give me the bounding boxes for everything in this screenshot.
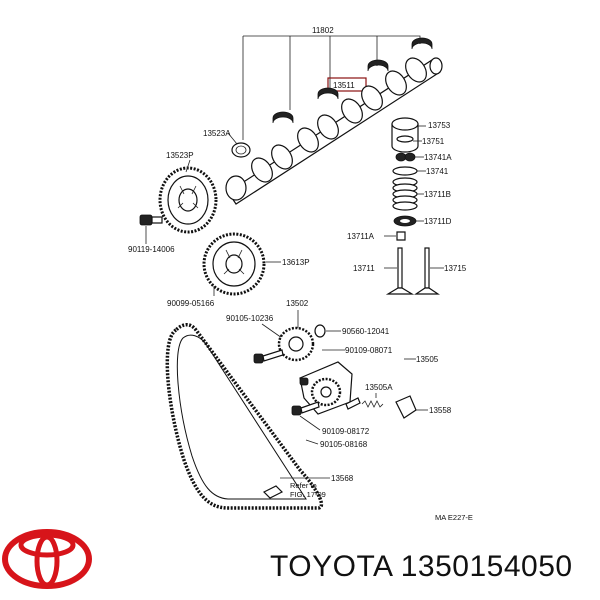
label-13505A: 13505A [365,383,393,392]
label-13715: 13715 [444,264,467,273]
refer-to-marker [262,485,284,499]
label-90560-12041: 90560-12041 [342,327,390,336]
label-13613P: 13613P [282,258,310,267]
crankshaft-timing-pulley [202,232,266,296]
camshaft [225,57,443,205]
emblem-horizontal-ring [18,532,76,558]
label-13711A: 13711A [347,232,375,241]
tensioner-group: 13502 90105-10236 90560-12041 90109-0807… [226,299,452,449]
label-90119-14006: 90119-14006 [128,245,175,254]
label-13558: 13558 [429,406,452,415]
label-13523A: 13523A [203,129,231,138]
label-90109-08071: 90109-08071 [345,346,393,355]
tensioner-assembly [299,361,361,415]
label-13511: 13511 [333,81,355,90]
emblem-outer-ring [2,529,92,589]
label-13502: 13502 [286,299,309,308]
label-13568: 13568 [331,474,354,483]
emblem-vertical-ring [34,534,60,588]
label-90105-10236: 90105-10236 [226,314,274,323]
diagram-code: MA E227-E [435,513,473,522]
pulley-bolt [139,214,163,226]
label-90099-05166: 90099-05166 [167,299,215,308]
label-13741A: 13741A [424,153,452,162]
intake-valve [385,247,415,295]
label-13523P: 13523P [166,151,194,160]
brand-part-number: TOYOTA 1350154050 [270,550,573,583]
bracket-bolt [291,401,320,416]
valve-lifter [391,117,419,153]
valve-keeper [395,152,416,162]
tensioner-spring [361,400,384,408]
exhaust-valve [414,247,440,295]
label-13751: 13751 [422,137,445,146]
label-90105-08168: 90105-08168 [320,440,368,449]
label-13505: 13505 [416,355,439,364]
label-13711D: 13711D [424,217,452,226]
label-11802: 11802 [312,26,334,35]
refer-to-text-line2: FIG. 17-09 [290,490,326,499]
tensioner-bolt [253,349,284,364]
valve-spring [392,177,418,211]
refer-to-text-line1: Refer to [290,481,317,490]
camshaft-group: 11802 13511 [128,26,443,308]
camshaft-bearings [272,37,433,124]
toyota-logo [2,529,92,589]
idler-washer [314,324,326,338]
idler-pulley [277,326,315,362]
timing-belt [165,323,324,510]
camshaft-oil-seal [231,142,251,158]
label-13753: 13753 [428,121,451,130]
valve-retainer [392,166,418,176]
camshaft-timing-pulley [158,166,218,234]
label-13711: 13711 [353,264,375,273]
toyota-emblem-rings [2,529,92,589]
camshaft-label-box [327,77,367,92]
valve-shim [396,135,414,143]
tensioner-bracket [395,395,417,419]
valve-stem-seal [396,231,406,241]
valve-train-group: 13753 13751 13741A 13741 [347,117,467,295]
label-90109-08172: 90109-08172 [322,427,370,436]
label-13711B: 13711B [424,190,451,199]
label-13741: 13741 [426,167,449,176]
